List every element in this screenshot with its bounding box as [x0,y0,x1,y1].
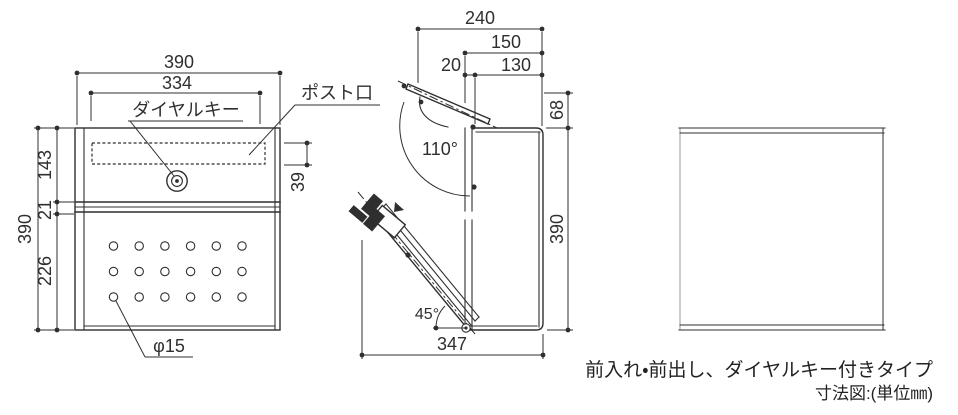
side-front-door-open: 45° [348,191,480,335]
rear-view [678,127,886,331]
front-slot-width-value: 334 [162,73,192,93]
side-depth-rear-value: 130 [501,55,531,75]
side-depth-body-value: 150 [491,32,521,52]
vent-hole [211,241,222,251]
post-slot-label: ポスト口 [301,83,373,103]
vent-hole [211,292,222,302]
door-angle-value: 45° [415,306,439,323]
vent-hole [134,241,144,251]
caption-title: 前入れ・前出し、ダイヤルキー付きタイプ [585,359,933,381]
side-body-height-value: 390 [547,214,567,244]
dial-key-lock [166,170,188,192]
side-depth-total-value: 240 [465,8,495,28]
front-upper-height-value: 143 [35,150,55,180]
side-height-dimensions: 68 390 [544,90,573,333]
side-view: 110° [348,8,573,359]
vent-hole [160,241,170,251]
side-lid-height-value: 68 [547,100,567,120]
vent-hole [108,266,119,277]
caption: 前入れ・前出し、ダイヤルキー付きタイプ 寸法図:(単位㎜) [585,359,933,403]
post-slot-callout: ポスト口 [248,83,380,156]
hole-diameter-callout: φ15 [115,300,193,358]
side-depth-front-value: 20 [441,55,461,75]
front-lower-height-value: 226 [35,256,55,286]
front-slot-height-dimension: 39 [284,140,312,192]
front-width-dimensions: 390 334 [74,52,283,125]
caption-unit: 寸法図:(単位㎜) [815,384,933,403]
side-body-outline [464,124,544,331]
front-height-dimensions: 143 21 226 390 [15,125,74,333]
dial-lock-mechanism [348,193,407,239]
front-cabinet-outline [74,127,281,331]
side-top-lid-open: 110° [397,80,498,197]
post-slot-dashed-outline [91,142,266,165]
side-open-depth-dimension: 347 [359,240,546,359]
front-slot-height-value: 39 [288,172,308,192]
vent-hole [134,292,144,302]
vent-hole [134,266,144,277]
rear-panel [679,127,884,331]
front-view: 390 334 143 21 226 390 [15,52,380,358]
vent-hole [185,241,196,251]
front-frame-gap-value: 21 [35,200,55,220]
vent-hole [237,292,247,302]
vent-hole [237,266,247,277]
vent-hole [237,241,247,251]
vent-hole [108,292,119,302]
dial-key-label: ダイヤルキー [132,100,239,120]
side-depth-dimensions: 240 150 20 130 [415,8,545,126]
vent-hole [108,241,119,251]
vent-hole [185,292,196,302]
lid-angle-value: 110° [422,139,458,159]
vent-hole [185,266,196,277]
vent-hole [211,266,222,277]
front-height-total-value: 390 [15,214,35,244]
vent-hole-grid [108,241,247,302]
vent-hole [160,292,170,302]
vent-hole [160,266,170,277]
dial-key-callout: ダイヤルキー [128,100,243,177]
front-width-total-value: 390 [164,52,194,72]
hole-diameter-label: φ15 [153,336,185,356]
side-open-depth-value: 347 [437,334,467,354]
